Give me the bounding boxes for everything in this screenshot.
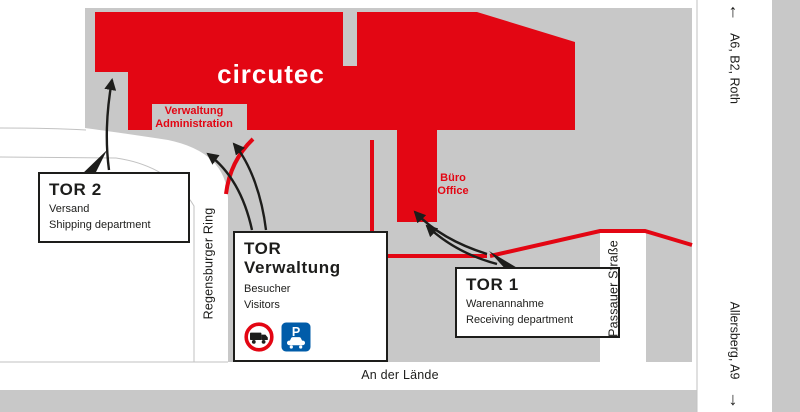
tor1-title: TOR 1	[466, 275, 519, 294]
parking-icon: P	[281, 322, 311, 352]
tor-verwaltung-title-line1: TOR	[244, 239, 282, 258]
tor-verwaltung-title-line2: Verwaltung	[244, 258, 341, 278]
south-arrow-icon: ↓	[728, 389, 738, 409]
tor-verwaltung-sub-de: Besucher	[244, 283, 291, 296]
tor2-pointer	[80, 150, 107, 176]
verwaltung-entrance-label: Verwaltung Administration	[142, 105, 246, 131]
verwaltung-label-de: Verwaltung	[164, 105, 224, 117]
buero-entrance-label: Büro Office	[424, 172, 482, 198]
street-passauer-strasse: Passauer Straße	[606, 240, 621, 337]
south-roadside	[0, 390, 697, 412]
tor-verwaltung-route-arrow-entrance	[232, 142, 268, 231]
no-trucks-icon	[244, 322, 274, 352]
street-regensburger-ring: Regensburger Ring	[201, 207, 216, 320]
tor1-pointer	[489, 251, 524, 272]
highway-north-label: A6, B2, Roth	[727, 33, 742, 104]
tor1-sub-en: Receiving department	[466, 313, 574, 326]
route-arrows	[104, 78, 498, 266]
tor-verwaltung-sub-en: Visitors	[244, 298, 280, 311]
traffic-signs-row: P	[244, 322, 377, 352]
tor-verwaltung-route-arrow-road	[206, 152, 254, 231]
tor1-infobox: TOR 1 Warenannahme Receiving department	[455, 267, 620, 339]
tor2-sub-de: Versand	[49, 203, 90, 216]
buero-label-de: Büro	[440, 172, 466, 184]
east-roadside	[772, 0, 800, 412]
truck-glyph	[250, 332, 268, 345]
boundary-verwaltung-drive	[224, 137, 255, 195]
building-east-hall	[357, 12, 575, 222]
verwaltung-label-en: Administration	[155, 117, 233, 130]
north-arrow-icon: ↑	[728, 1, 738, 21]
highway-south-label: Allersberg, A9	[727, 301, 742, 380]
building-main-hall	[95, 12, 343, 130]
street-an-der-laende: An der Lände	[361, 368, 439, 382]
tor1-sub-de: Warenannahme	[466, 298, 544, 311]
tor2-sub-en: Shipping department	[49, 218, 151, 231]
boundary-south-east	[489, 229, 693, 258]
tor1-route-arrow-office	[413, 210, 488, 256]
circutec-logo: circutec	[217, 59, 325, 89]
buero-label-en: Office	[437, 184, 469, 197]
tor2-title: TOR 2	[49, 180, 102, 199]
parking-letter: P	[292, 325, 300, 339]
tor-verwaltung-infobox: TOR Verwaltung Besucher Visitors P	[233, 231, 388, 363]
tor2-infobox: TOR 2 Versand Shipping department	[38, 172, 190, 244]
tor1-route-arrow-yard	[425, 224, 498, 266]
car-glyph	[287, 337, 305, 349]
tor2-route-arrow	[104, 78, 117, 171]
